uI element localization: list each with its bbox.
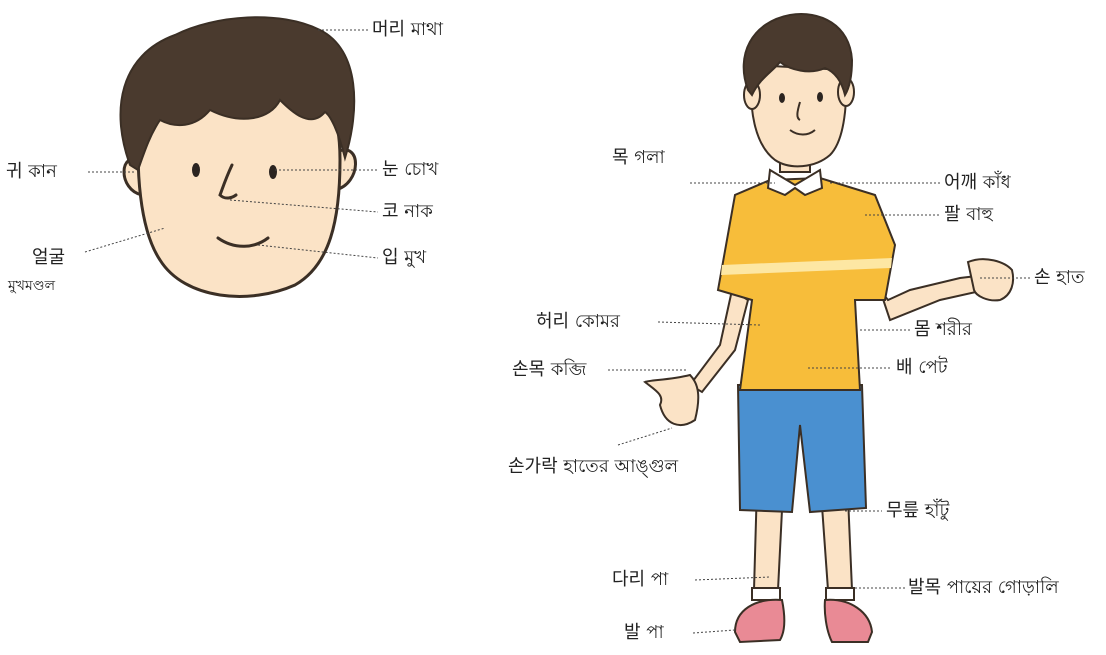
- boy-left-eye: [779, 93, 785, 103]
- face-drawing: [120, 17, 355, 296]
- right-arm: [880, 275, 985, 320]
- left-arm: [690, 290, 748, 392]
- label-arm: 팔 বাহু: [944, 205, 993, 225]
- left-sock: [752, 588, 780, 600]
- label-face: 얼굴: [32, 248, 65, 268]
- label-nose: 코 নাক: [382, 202, 433, 222]
- left-shoe: [735, 600, 784, 642]
- left-eye: [192, 163, 200, 177]
- label-foot: 발 পা: [624, 623, 664, 643]
- label-mouth: 입 মুখ: [382, 248, 426, 268]
- label-ear: 귀 কান: [6, 162, 57, 182]
- right-sock: [826, 588, 854, 600]
- right-hand: [968, 259, 1013, 300]
- label-face-bn: মুখমণ্ডল: [8, 276, 55, 296]
- shorts: [738, 385, 866, 512]
- label-shoulder: 어깨 কাঁধ: [944, 173, 1011, 193]
- boy-right-eye: [817, 92, 823, 102]
- label-body: 몸 শরীর: [914, 320, 972, 340]
- shirt: [718, 178, 895, 390]
- label-hand: 손 হাত: [1034, 268, 1084, 288]
- label-leg: 다리 পা: [612, 570, 668, 590]
- label-knee: 무릎 হাঁটু: [886, 501, 949, 521]
- label-ankle: 발목 পায়ের গোড়ালি: [908, 578, 1059, 598]
- label-waist: 허리 কোমর: [536, 312, 620, 332]
- label-finger: 손가락 হাতের আঙ্গুল: [508, 457, 678, 477]
- label-wrist: 손목 কব্জি: [512, 360, 586, 380]
- label-neck: 목 গলা: [612, 148, 665, 168]
- right-shoe: [825, 600, 872, 642]
- label-hair: 머리 মাথা: [372, 20, 443, 40]
- right-eye: [269, 165, 277, 179]
- left-hand: [645, 375, 698, 425]
- label-eye: 눈 চোখ: [382, 160, 438, 180]
- label-belly: 배 পেট: [896, 358, 948, 378]
